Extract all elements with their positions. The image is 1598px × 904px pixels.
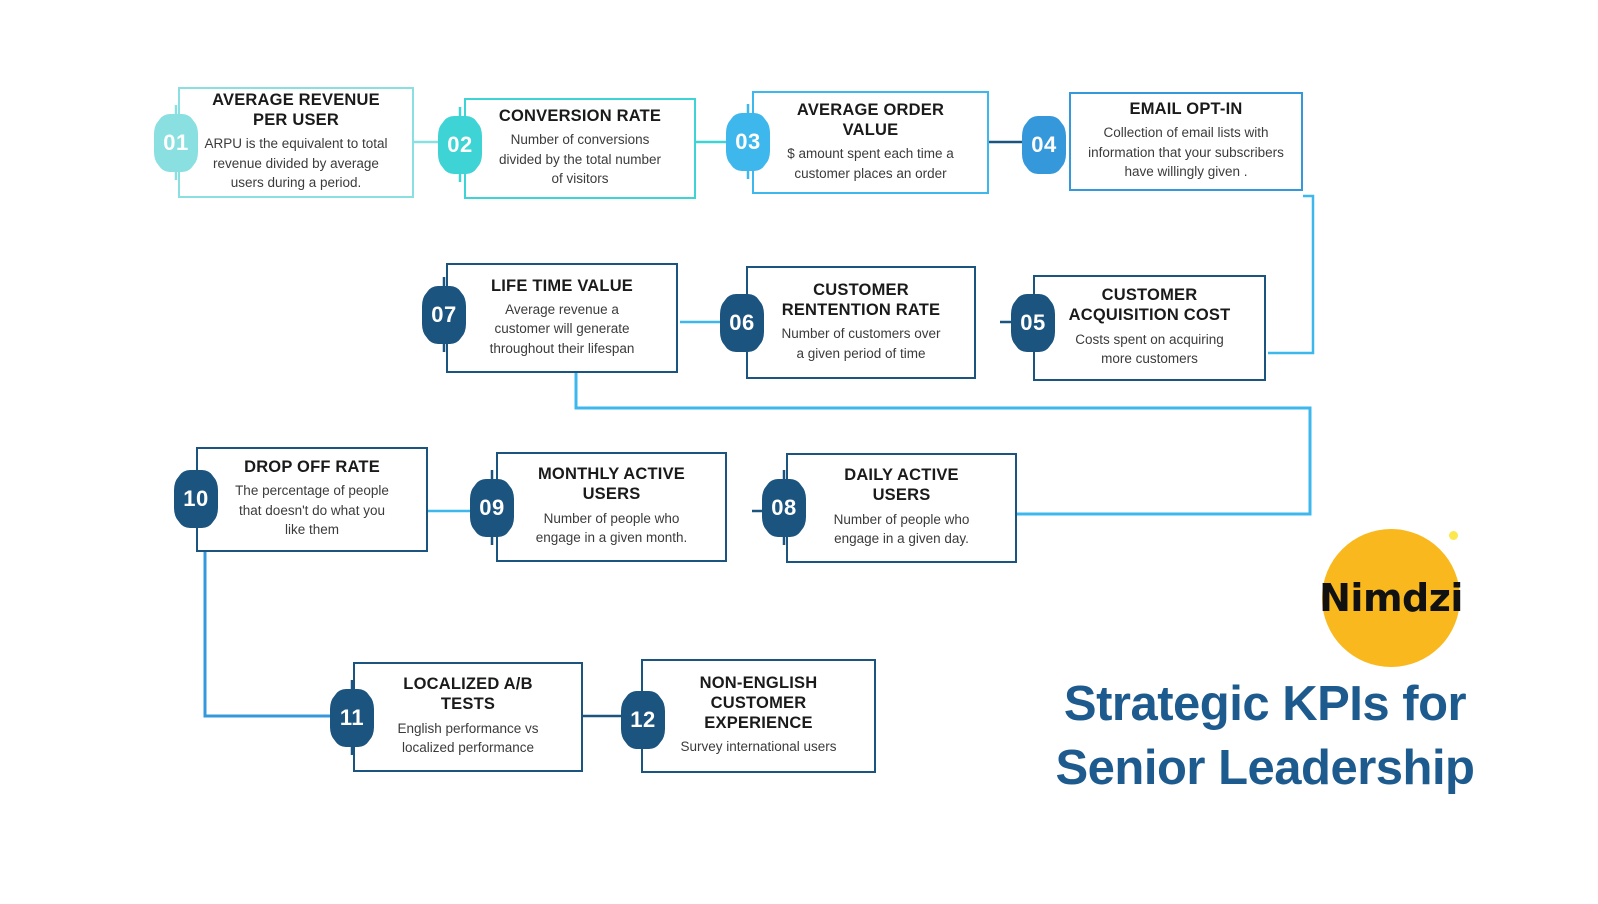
connector-04-to-05: [1268, 194, 1315, 355]
kpi-card-description: $ amount spent each time a customer plac…: [787, 146, 954, 181]
kpi-badge-09[interactable]: 09: [470, 479, 514, 537]
kpi-card-title: DAILY ACTIVE USERS: [844, 466, 959, 505]
kpi-card-08[interactable]: DAILY ACTIVE USERS Number of people who e…: [786, 453, 1017, 563]
kpi-card-description: Costs spent on acquiring more customers: [1075, 331, 1224, 367]
kpi-badge-10[interactable]: 10: [174, 470, 218, 528]
kpi-badge-07[interactable]: 07: [422, 286, 466, 344]
page-title: Strategic KPIs for Senior Leadership: [1055, 677, 1475, 795]
kpi-card-description: Average revenue a customer will generate…: [489, 301, 635, 356]
kpi-card-description: Number of people who engage in a given m…: [535, 510, 688, 546]
nimdzi-logo-dot-icon: [1449, 531, 1458, 540]
kpi-card-description: ARPU is the equivalent to total revenue …: [204, 136, 388, 191]
kpi-card-title: AVERAGE REVENUE PER USER: [212, 91, 380, 130]
kpi-card-01[interactable]: AVERAGE REVENUE PER USER ARPU is the equi…: [178, 87, 414, 198]
kpi-card-04[interactable]: EMAIL OPT-IN Collection of email lists wi…: [1069, 92, 1303, 191]
kpi-badge-04[interactable]: 04: [1022, 116, 1066, 174]
kpi-card-12[interactable]: NON-ENGLISH CUSTOMER EXPERIENCE Survey in…: [641, 659, 876, 773]
kpi-badge-12[interactable]: 12: [621, 691, 665, 749]
kpi-card-10[interactable]: DROP OFF RATE The percentage of people th…: [196, 447, 428, 552]
connector-10-to-11: [203, 552, 340, 718]
kpi-card-07[interactable]: LIFE TIME VALUE Average revenue a custome…: [446, 263, 678, 373]
kpi-card-description: Collection of email lists with informati…: [1088, 125, 1284, 180]
kpi-badge-11[interactable]: 11: [330, 689, 374, 747]
kpi-card-description: The percentage of people that doesn't do…: [235, 483, 389, 538]
kpi-card-11[interactable]: LOCALIZED A/B TESTS English performance v…: [353, 662, 583, 772]
kpi-card-03[interactable]: AVERAGE ORDER VALUE $ amount spent each t…: [752, 91, 989, 194]
kpi-card-description: Number of people who engage in a given d…: [833, 511, 970, 547]
kpi-card-description: English performance vs localized perform…: [397, 720, 539, 756]
kpi-badge-05[interactable]: 05: [1011, 294, 1055, 352]
kpi-card-title: LIFE TIME VALUE: [490, 276, 634, 295]
nimdzi-logo-text: Nimdzi: [1319, 576, 1463, 620]
kpi-card-description: Number of conversions divided by the tot…: [498, 132, 662, 187]
kpi-card-02[interactable]: CONVERSION RATE Number of conversions div…: [464, 98, 696, 199]
kpi-card-description: Number of customers over a given period …: [781, 326, 941, 361]
kpi-badge-02[interactable]: 02: [438, 116, 482, 174]
kpi-card-title: AVERAGE ORDER VALUE: [796, 100, 945, 139]
kpi-badge-06[interactable]: 06: [720, 294, 764, 352]
kpi-card-title: LOCALIZED A/B TESTS: [403, 675, 533, 714]
kpi-card-title: CUSTOMER RENTENTION RATE: [781, 280, 941, 319]
kpi-badge-03[interactable]: 03: [726, 113, 770, 171]
kpi-card-title: MONTHLY ACTIVE USERS: [537, 465, 686, 504]
kpi-card-title: NON-ENGLISH CUSTOMER EXPERIENCE: [699, 674, 818, 733]
nimdzi-logo: Nimdzi: [1319, 529, 1463, 667]
kpi-card-title: EMAIL OPT-IN: [1129, 100, 1243, 119]
kpi-card-title: CONVERSION RATE: [498, 107, 662, 126]
kpi-badge-08[interactable]: 08: [762, 479, 806, 537]
kpi-card-title: DROP OFF RATE: [244, 458, 380, 477]
kpi-card-05[interactable]: CUSTOMER ACQUISITION COST Costs spent on …: [1033, 275, 1266, 381]
kpi-badge-01[interactable]: 01: [154, 114, 198, 172]
kpi-card-description: Survey international users: [680, 739, 837, 755]
kpi-card-06[interactable]: CUSTOMER RENTENTION RATE Number of custom…: [746, 266, 976, 379]
kpi-card-title: CUSTOMER ACQUISITION COST: [1068, 286, 1231, 325]
kpi-card-09[interactable]: MONTHLY ACTIVE USERS Number of people who…: [496, 452, 727, 562]
